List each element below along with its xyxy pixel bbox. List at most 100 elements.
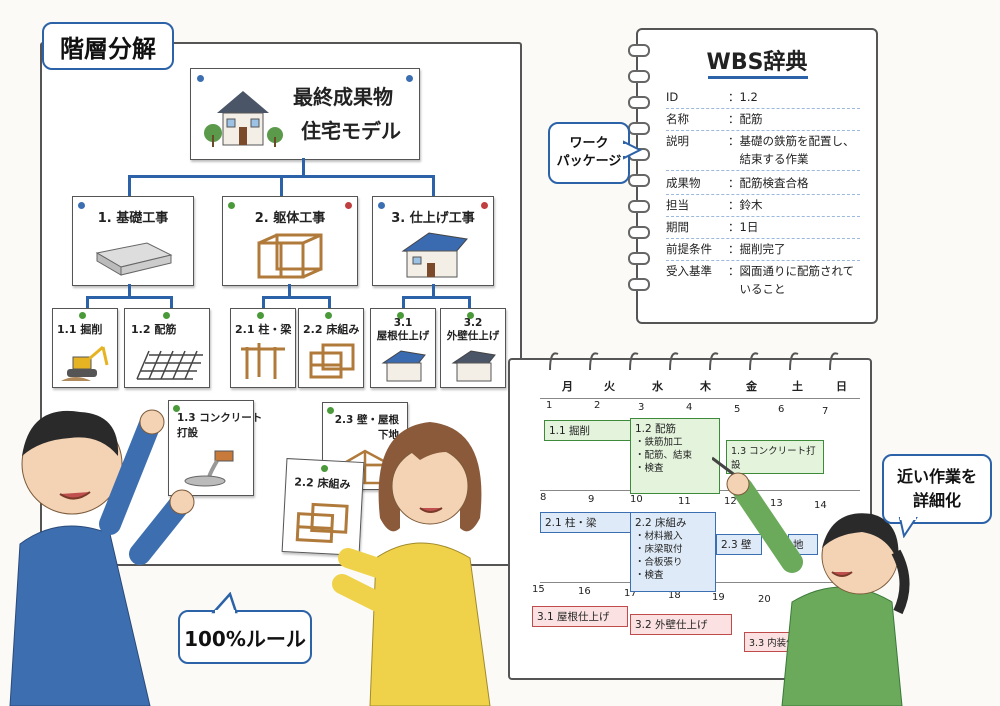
boy-figure [9, 409, 195, 706]
level2-label: 1.2 配筋 [131, 323, 177, 336]
house-icon [401, 232, 468, 278]
dict-key: 成果物 [666, 176, 701, 190]
dict-value: 配筋 [739, 112, 763, 126]
task-excavation[interactable]: 1.1 掘削 [544, 420, 632, 441]
day-number: 18 [668, 590, 681, 601]
day-number: 2 [594, 400, 601, 411]
level2-card-floor[interactable]: 2.2 床組み [298, 308, 364, 388]
dict-value: 結束する作業 [739, 152, 809, 166]
ring [628, 70, 650, 83]
dict-row: 担当：鈴木 [666, 194, 860, 217]
day-number: 8 [540, 492, 547, 503]
tree-line [432, 284, 435, 298]
dict-key: 名称 [666, 112, 689, 126]
house-icon [451, 350, 496, 382]
task-subitem: ・鉄筋加工 [635, 437, 683, 448]
weekday-fri: 金 [746, 380, 757, 393]
loose-card-floor[interactable]: 2.2 床組み [281, 458, 365, 556]
level2-card-excavation[interactable]: 1.1 掘削 [52, 308, 118, 388]
loose-card-concrete[interactable]: 1.3 コンクリート 打設 [168, 400, 262, 496]
level2-card-roof[interactable]: 3.1 屋根仕上げ [370, 308, 436, 388]
dict-key: 期間 [666, 220, 689, 234]
weekday-sat: 土 [792, 380, 803, 393]
root-title-2: 住宅モデル [301, 119, 401, 143]
level2-card-column[interactable]: 2.1 柱・梁 [230, 308, 296, 388]
level2-card-rebar[interactable]: 1.2 配筋 [124, 308, 210, 388]
level1-card-finish[interactable]: 3. 仕上げ工事 [372, 196, 494, 286]
tree-line [170, 296, 173, 310]
workpackage-bubble: ワーク パッケージ [548, 122, 630, 184]
task-wall-roof-base[interactable]: 2.3 壁 [716, 534, 762, 555]
loose-card-label: 2.3 壁・屋根 下地 [334, 414, 399, 441]
task-subitem: ・材料搬入 [635, 531, 683, 542]
day-number: 7 [822, 406, 829, 417]
task-wall-finish[interactable]: 3.2 外壁仕上げ [630, 614, 732, 635]
level1-card-frame[interactable]: 2. 躯体工事 [222, 196, 358, 286]
bubble-tail [622, 140, 642, 160]
level1-label: 2. 躯体工事 [254, 211, 326, 226]
dictionary-title: WBS辞典 [706, 50, 808, 75]
weekday-tue: 火 [604, 380, 615, 393]
dict-row: ：結束する作業 [666, 148, 860, 171]
level2-label: 2.2 床組み [303, 323, 360, 336]
girl-figure [712, 456, 910, 706]
near-detail-bubble: 近い作業を 詳細化 [882, 454, 992, 524]
dict-row: 名称：配筋 [666, 108, 860, 131]
concrete-pour-icon [184, 450, 234, 487]
level2-card-wall[interactable]: 3.2 外壁仕上げ [440, 308, 506, 388]
dict-value: 図面通りに配筋されて [739, 264, 855, 278]
day-number: 15 [532, 584, 545, 595]
level2-label: 1.1 掘削 [57, 323, 103, 336]
ring [628, 200, 650, 213]
tree-line [262, 296, 330, 299]
task-subitem: ・合板張り [635, 557, 683, 568]
day-number: 19 [712, 592, 725, 603]
tree-line [280, 175, 283, 197]
wbs-dictionary: WBS辞典 ID：1.2 名称：配筋 説明：基礎の鉄筋を配置し、 ：結束する作業… [628, 28, 878, 324]
level2-label: 2.1 柱・梁 [235, 323, 292, 336]
bubble-tail [898, 516, 918, 538]
dict-key: 担当 [666, 198, 689, 212]
dict-key: 前提条件 [666, 242, 712, 256]
task-subitem: ・配筋、結束 [635, 450, 693, 461]
task-roof-finish[interactable]: 3.1 屋根仕上げ [532, 606, 628, 627]
tree-line [432, 175, 435, 197]
grid-line [540, 398, 860, 399]
task-title: 2.2 床組み [635, 517, 687, 529]
dict-value: いること [739, 282, 786, 296]
root-card[interactable]: 最終成果物 住宅モデル [190, 68, 420, 160]
task-subitem: ・床梁取付 [635, 544, 683, 555]
ring [628, 174, 650, 187]
task-concrete[interactable]: 1.3 コンクリート打設 [726, 440, 824, 474]
day-number: 13 [770, 498, 783, 509]
dict-value: 基礎の鉄筋を配置し、 [739, 134, 855, 148]
dict-row: ID：1.2 [666, 86, 860, 109]
dict-key: 受入基準 [666, 264, 712, 278]
day-number: 20 [758, 594, 771, 605]
day-number: 11 [678, 496, 691, 507]
tree-line [288, 284, 291, 298]
floor-frame-icon [295, 502, 349, 544]
dict-key: 説明 [666, 134, 689, 148]
excavator-icon [61, 345, 109, 381]
task-column-beam[interactable]: 2.1 柱・梁 [540, 512, 632, 533]
task-subitem: ・検査 [635, 570, 664, 581]
level1-card-foundation[interactable]: 1. 基礎工事 [72, 196, 194, 286]
tree-line [86, 296, 172, 299]
day-number: 1 [546, 400, 553, 411]
day-number: 6 [778, 404, 785, 415]
dict-row: 成果物：配筋検査合格 [666, 172, 860, 195]
frame-icon [257, 233, 323, 279]
day-number: 9 [588, 494, 595, 505]
task-subitem: ・検査 [635, 463, 664, 474]
level2-label: 3.1 屋根仕上げ [376, 317, 430, 342]
rebar-icon [136, 350, 203, 380]
weekday-thu: 木 [700, 380, 711, 393]
task-title: 1.2 配筋 [635, 423, 677, 435]
task-rebar[interactable]: 1.2 配筋 ・鉄筋加工 ・配筋、結束 ・検査 [630, 418, 720, 494]
task-floor[interactable]: 2.2 床組み ・材料搬入 ・床梁取付 ・合板張り ・検査 [630, 512, 716, 592]
hierarchy-tag: 階層分解 [42, 22, 174, 70]
tree-line [328, 296, 331, 310]
dict-value: 配筋検査合格 [739, 176, 809, 190]
day-number: 4 [686, 402, 693, 413]
